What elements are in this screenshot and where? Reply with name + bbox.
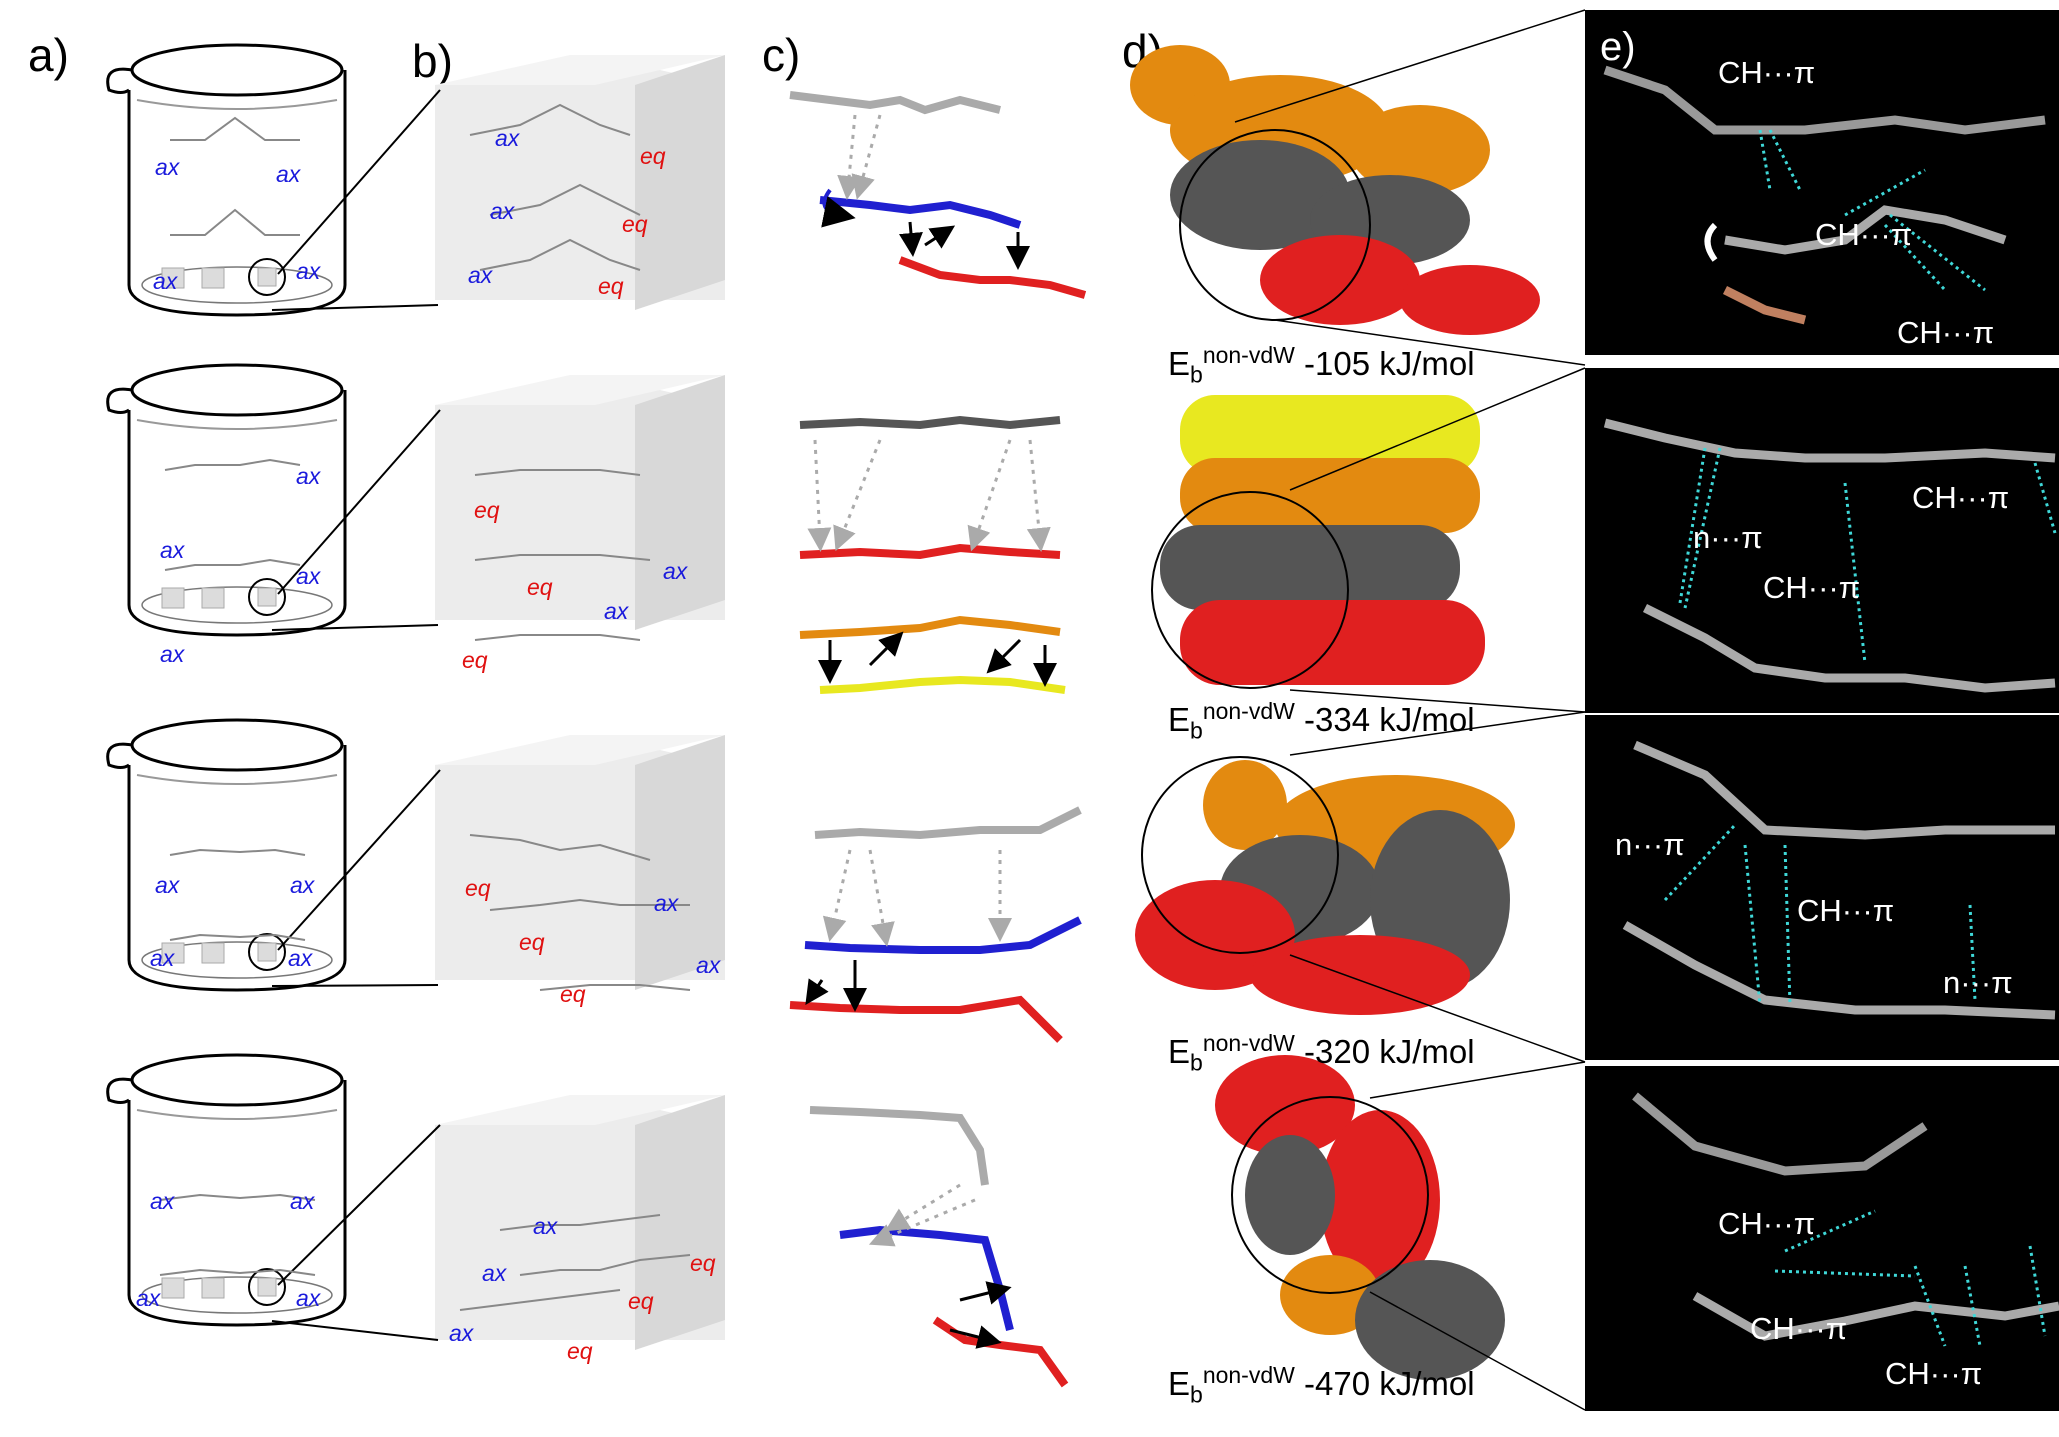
ax-label: ax xyxy=(495,125,520,151)
n-pi-label: n···π xyxy=(1693,520,1763,555)
eq-label: eq xyxy=(462,647,488,673)
closeup-panel-row-2: n···π CH···π CH···π xyxy=(1585,368,2059,713)
eq-label: eq xyxy=(560,981,586,1007)
ax-label: ax xyxy=(604,598,629,624)
focus-circle xyxy=(1231,1096,1429,1294)
ax-label: ax xyxy=(155,154,180,180)
binding-energy-row-4: Ebnon-vdW -470 kJ/mol xyxy=(1168,1362,1475,1408)
ax-label: ax xyxy=(136,1285,161,1311)
ax-label: ax xyxy=(155,872,180,898)
ch-pi-label: CH···π xyxy=(1750,1311,1848,1346)
eq-label: eq xyxy=(567,1338,593,1364)
panel-label-c: c) xyxy=(762,29,801,81)
ax-label: ax xyxy=(150,945,175,971)
closeup-panel-row-4: CH···π CH···π CH···π xyxy=(1585,1066,2059,1411)
ch-pi-label: CH···π xyxy=(1885,1356,1983,1391)
ax-label: ax xyxy=(696,952,721,978)
eq-label: eq xyxy=(628,1288,654,1314)
ax-label: ax xyxy=(490,198,515,224)
ax-label: ax xyxy=(290,1188,315,1214)
binding-energy-row-2: Ebnon-vdW -334 kJ/mol xyxy=(1168,698,1475,744)
ax-label: ax xyxy=(288,945,313,971)
ax-label: ax xyxy=(533,1213,558,1239)
ax-label: ax xyxy=(482,1260,507,1286)
ax-label: ax xyxy=(160,641,185,667)
ax-label: ax xyxy=(150,1188,175,1214)
ax-label: ax xyxy=(654,890,679,916)
ax-label: ax xyxy=(153,268,178,294)
eq-label: eq xyxy=(474,497,500,523)
eq-label: eq xyxy=(690,1250,716,1276)
n-pi-label: n···π xyxy=(1615,827,1685,862)
ax-label: ax xyxy=(160,537,185,563)
ch-pi-label: CH···π xyxy=(1815,217,1913,252)
ch-pi-label: CH···π xyxy=(1763,570,1861,605)
focus-circle xyxy=(1141,756,1339,954)
ch-pi-label: CH···π xyxy=(1718,1206,1816,1241)
eq-label: eq xyxy=(527,574,553,600)
eq-label: eq xyxy=(622,211,648,237)
panel-label-b: b) xyxy=(412,35,453,87)
panel-label-a: a) xyxy=(28,29,69,81)
focus-circle xyxy=(1151,491,1349,689)
eq-label: eq xyxy=(519,929,545,955)
ax-label: ax xyxy=(296,563,321,589)
binding-energy-row-3: Ebnon-vdW -320 kJ/mol xyxy=(1168,1030,1475,1076)
ch-pi-label: CH···π xyxy=(1797,893,1895,928)
binding-energy-row-1: Ebnon-vdW -105 kJ/mol xyxy=(1168,342,1475,388)
ax-label: ax xyxy=(468,262,493,288)
label-e-panel: e) xyxy=(1600,25,1636,69)
ch-pi-label: CH···π xyxy=(1897,315,1995,350)
ax-label: ax xyxy=(449,1320,474,1346)
closeup-panel-row-1: e) CH···π CH···π CH···π xyxy=(1585,10,2059,355)
ax-label: ax xyxy=(290,872,315,898)
eq-label: eq xyxy=(640,143,666,169)
ax-label: ax xyxy=(296,463,321,489)
ax-label: ax xyxy=(663,558,688,584)
ax-label: ax xyxy=(276,161,301,187)
ax-label: ax xyxy=(296,258,321,284)
n-pi-label: n···π xyxy=(1943,965,2013,1000)
ch-pi-label: CH···π xyxy=(1912,480,2010,515)
ch-pi-label: CH···π xyxy=(1718,55,1816,90)
eq-label: eq xyxy=(465,875,491,901)
ax-label: ax xyxy=(296,1285,321,1311)
closeup-panel-row-3: n···π CH···π n···π xyxy=(1585,715,2059,1060)
eq-label: eq xyxy=(598,273,624,299)
